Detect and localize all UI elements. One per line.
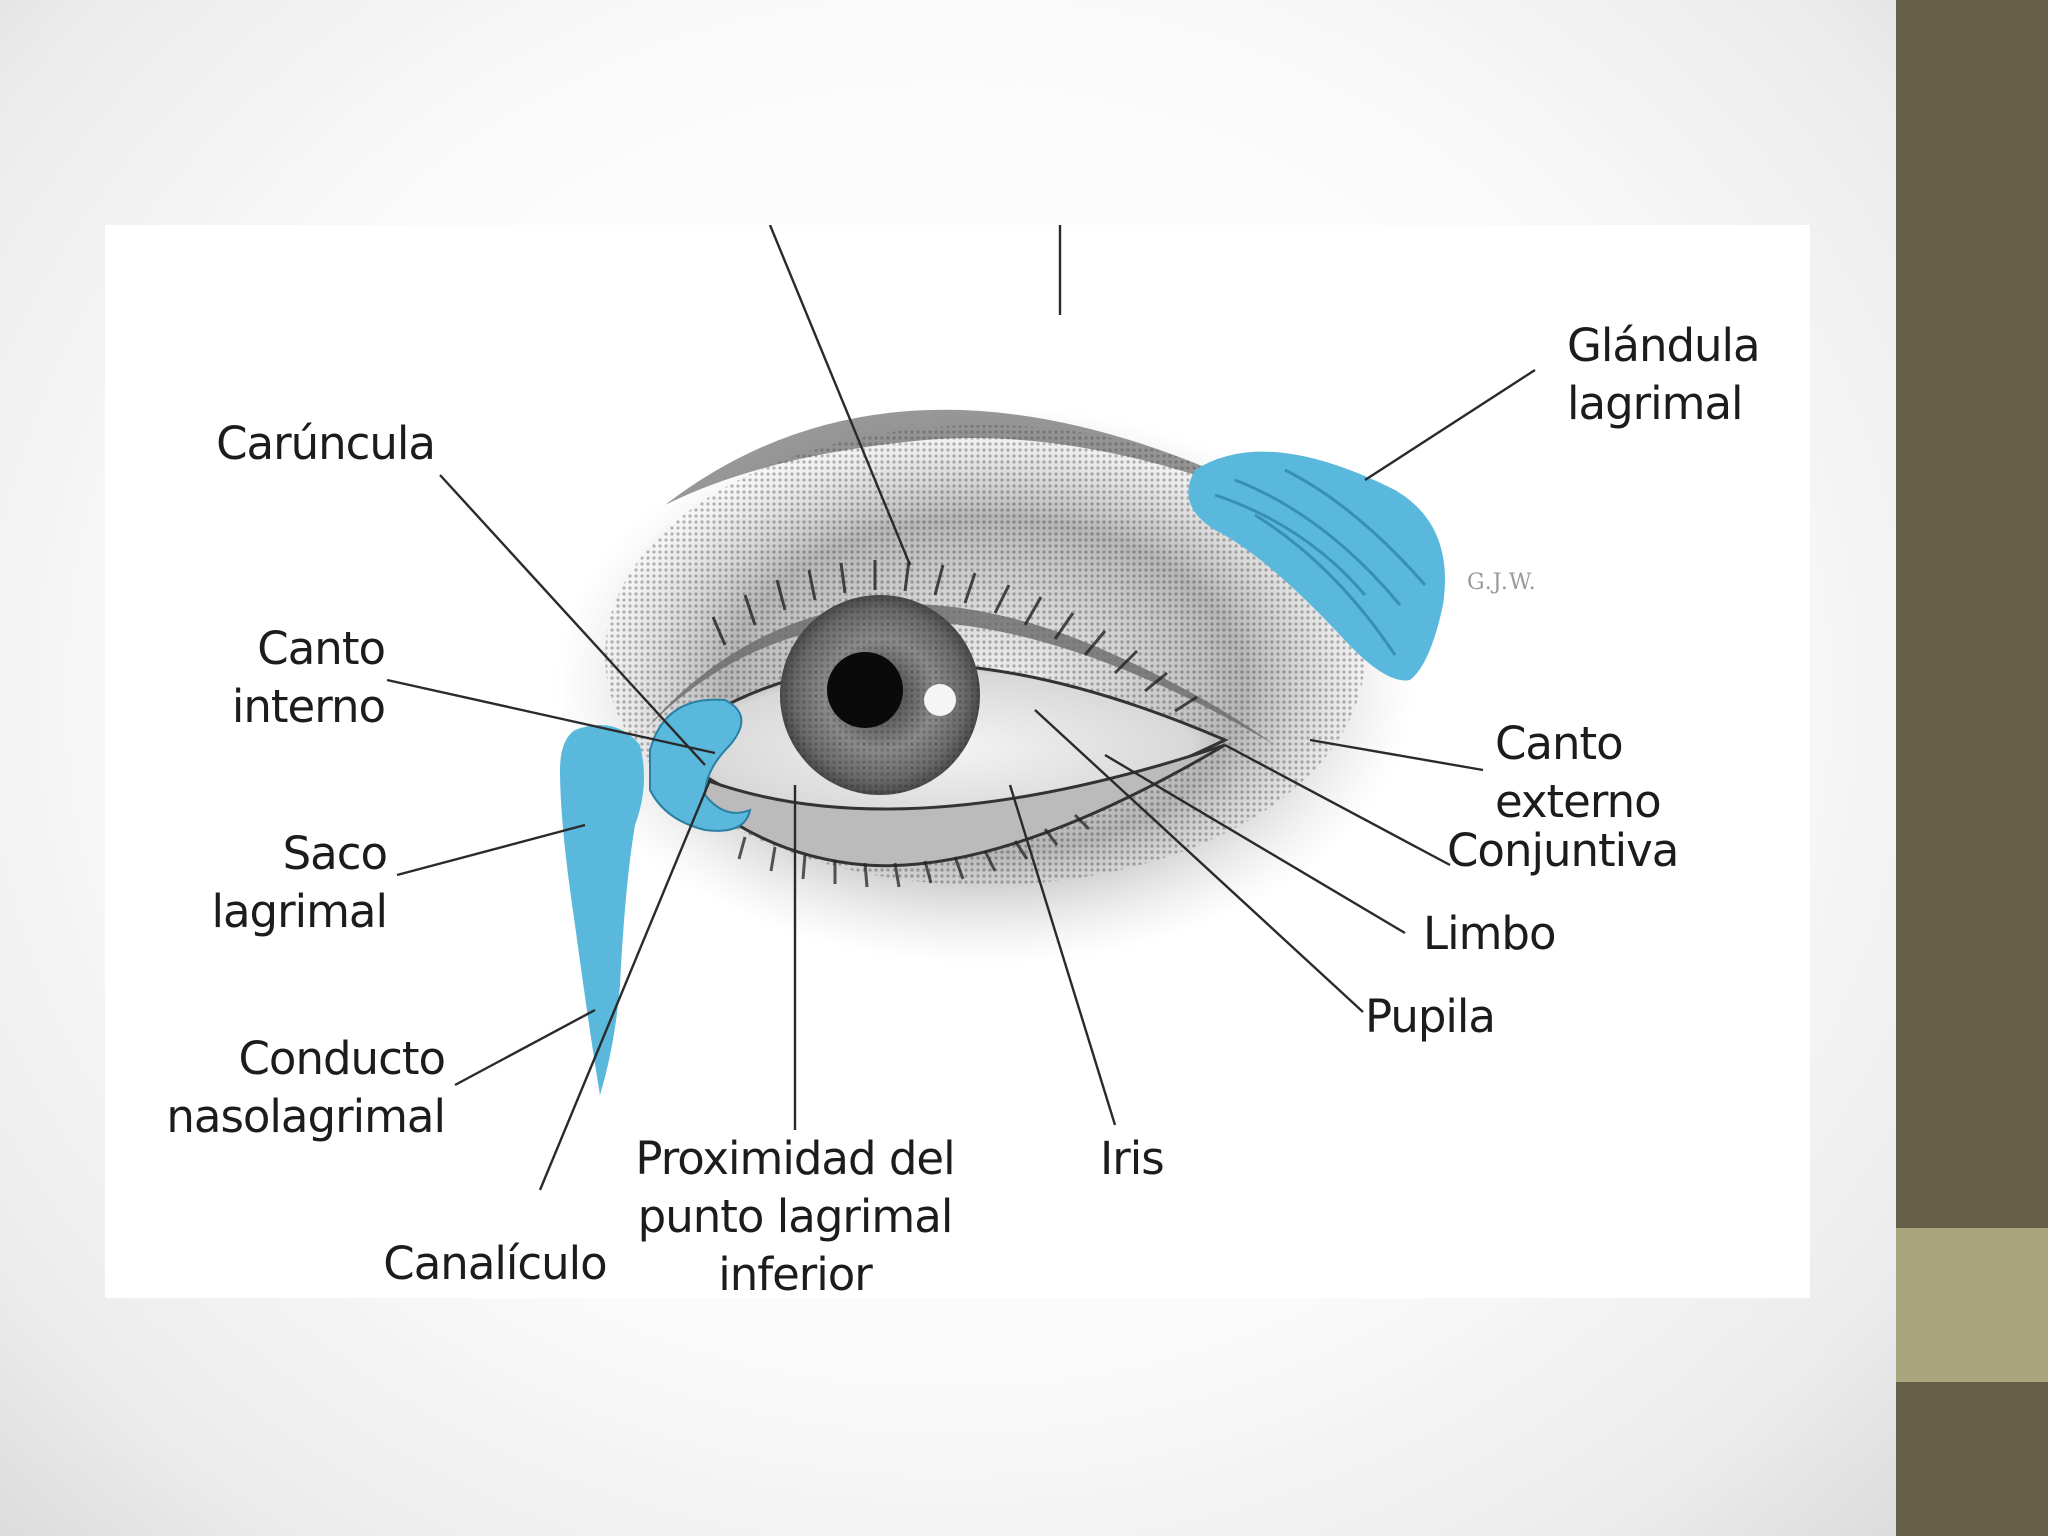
leader-pupila xyxy=(1035,710,1363,1012)
leader-limbo xyxy=(1105,755,1405,933)
label-canaliculo-lagrimal: Canalículolagrimal xyxy=(355,1235,635,1298)
leader-canto-interno xyxy=(387,680,715,753)
leader-canto-externo xyxy=(1310,740,1483,770)
leader-saco xyxy=(397,825,585,875)
sidebar-accent-band xyxy=(1896,1228,2048,1382)
leader-glandula xyxy=(1365,370,1535,480)
leader-iris xyxy=(1010,785,1115,1125)
leader-top-left xyxy=(770,225,910,565)
sidebar-dark-band-top xyxy=(1896,0,2048,1228)
label-caruncula: Carúncula xyxy=(145,415,435,473)
label-limbo: Limbo xyxy=(1423,905,1556,963)
illustrator-signature: G.J.W. xyxy=(1467,570,1537,595)
leader-conducto xyxy=(455,1010,595,1085)
label-pupila: Pupila xyxy=(1365,988,1495,1046)
label-iris: Iris xyxy=(1100,1130,1164,1188)
sidebar-dark-band-bottom xyxy=(1896,1382,2048,1536)
leader-canaliculo xyxy=(540,780,710,1190)
